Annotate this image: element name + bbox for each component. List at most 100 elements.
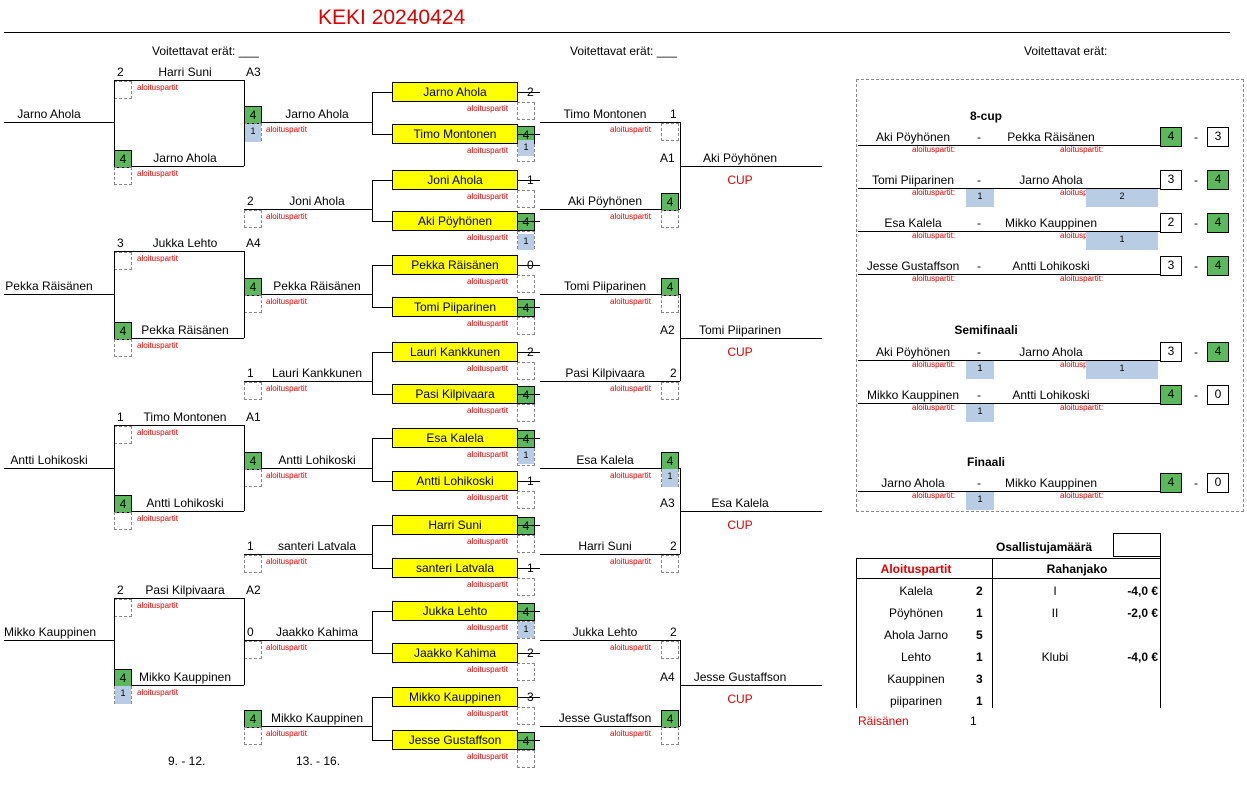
aloitus-cell[interactable]	[517, 190, 535, 208]
round3-player[interactable]: Aki Pöyhönen	[392, 211, 518, 231]
score-cell-win[interactable]: 4	[114, 150, 132, 168]
round3-player[interactable]: Pasi Kilpivaara	[392, 384, 518, 404]
aloitus-cell[interactable]	[114, 339, 132, 357]
aloitus-cell[interactable]	[661, 123, 679, 141]
aloitus-cell[interactable]	[517, 275, 535, 293]
aloitus-cell[interactable]	[244, 210, 262, 228]
aloitus-cell[interactable]	[114, 512, 132, 530]
round3-player[interactable]: Joni Ahola	[392, 170, 518, 190]
aloitus-cell[interactable]	[661, 555, 679, 573]
cup-score[interactable]: 4	[1207, 342, 1229, 362]
aloitus-cell[interactable]: 1	[966, 492, 994, 510]
cup-score[interactable]: 4	[1207, 170, 1229, 190]
score-cell-win[interactable]: 4	[517, 299, 535, 317]
aloitus-cell[interactable]	[114, 81, 132, 99]
aloitus-cell[interactable]	[114, 252, 132, 270]
round3-player[interactable]: Jarno Ahola	[392, 82, 518, 102]
aloitus-cell[interactable]	[661, 295, 679, 313]
round3-player[interactable]: Esa Kalela	[392, 428, 518, 448]
aloitus-cell[interactable]: 1	[966, 189, 994, 207]
aloitus-cell[interactable]	[661, 382, 679, 400]
aloitus-cell[interactable]	[114, 426, 132, 444]
score-cell-win[interactable]: 4	[114, 495, 132, 513]
aloitus-cell[interactable]	[244, 555, 262, 573]
aloitus-cell[interactable]: 1	[518, 622, 534, 638]
score-cell-win[interactable]: 4	[244, 278, 262, 296]
round3-player[interactable]: Pekka Räisänen	[392, 255, 518, 275]
score-cell-win[interactable]: 4	[517, 386, 535, 404]
aloitus-cell[interactable]: 1	[518, 234, 534, 250]
aloitus-cell[interactable]	[517, 750, 535, 768]
aloitus-cell[interactable]	[244, 641, 262, 659]
cup-score[interactable]: 0	[1207, 385, 1229, 405]
aloitus-cell[interactable]	[244, 295, 262, 313]
score-cell-win[interactable]: 4	[661, 710, 679, 728]
aloitus-cell[interactable]	[517, 535, 535, 553]
score-cell-win[interactable]: 4	[517, 603, 535, 621]
aloitus-cell[interactable]	[661, 210, 679, 228]
aloitus-cell[interactable]: 1	[1086, 232, 1158, 250]
aloitus-cell[interactable]	[114, 167, 132, 185]
score-cell-win[interactable]: 4	[517, 517, 535, 535]
score-cell-win[interactable]: 4	[114, 669, 132, 687]
score-cell-win[interactable]: 4	[114, 322, 132, 340]
round3-player[interactable]: Antti Lohikoski	[392, 471, 518, 491]
aloitus-cell[interactable]: 1	[1086, 361, 1158, 379]
aloitus-cell[interactable]	[244, 469, 262, 487]
aloitus-cell[interactable]: 1	[518, 140, 534, 156]
score-cell-win[interactable]: 4	[661, 452, 679, 470]
score-cell-win[interactable]: 4	[517, 732, 535, 750]
aloitus-cell[interactable]	[517, 491, 535, 509]
round3-player[interactable]: Lauri Kankkunen	[392, 342, 518, 362]
score-cell-win[interactable]: 4	[244, 452, 262, 470]
round3-player[interactable]: Jaakko Kahima	[392, 643, 518, 663]
aloitus-cell[interactable]	[517, 362, 535, 380]
aloitus-cell[interactable]	[661, 727, 679, 745]
aloitus-cell[interactable]	[517, 317, 535, 335]
aloitus-cell[interactable]: 2	[1086, 189, 1158, 207]
aloitus-cell[interactable]: 1	[518, 448, 534, 464]
round3-player[interactable]: Jesse Gustaffson	[392, 730, 518, 750]
score-cell-win[interactable]: 4	[244, 106, 262, 124]
round3-player[interactable]: Tomi Piiparinen	[392, 297, 518, 317]
cup-score[interactable]: 4	[1160, 385, 1182, 405]
aloitus-cell[interactable]	[517, 102, 535, 120]
round3-player[interactable]: santeri Latvala	[392, 558, 518, 578]
aloitus-cell[interactable]: 1	[966, 404, 994, 422]
cup-player: Jarno Ahola	[881, 476, 945, 490]
aloitus-cell[interactable]	[517, 621, 535, 639]
aloitus-cell[interactable]	[517, 707, 535, 725]
cup-score[interactable]: 4	[1207, 256, 1229, 276]
table-border	[992, 558, 993, 708]
cup-score[interactable]: 2	[1160, 213, 1182, 233]
round3-player[interactable]: Mikko Kauppinen	[392, 687, 518, 707]
aloitus-cell[interactable]	[244, 382, 262, 400]
round3-player[interactable]: Timo Montonen	[392, 124, 518, 144]
score-cell-win[interactable]: 4	[517, 430, 535, 448]
cup-score[interactable]: 3	[1207, 127, 1229, 147]
cup-score[interactable]: 4	[1160, 127, 1182, 147]
cup-score[interactable]: 4	[1207, 213, 1229, 233]
cup-score[interactable]: 0	[1207, 473, 1229, 493]
cup-score[interactable]: 3	[1160, 170, 1182, 190]
aloitus-cell[interactable]: 1	[966, 361, 994, 379]
round3-player[interactable]: Jukka Lehto	[392, 601, 518, 621]
round3-player[interactable]: Harri Suni	[392, 515, 518, 535]
aloitus-cell[interactable]	[517, 578, 535, 596]
aloitus-cell[interactable]	[661, 641, 679, 659]
cup-score[interactable]: 3	[1160, 256, 1182, 276]
score-cell-win[interactable]: 4	[244, 710, 262, 728]
score-cell-win[interactable]: 4	[661, 278, 679, 296]
aloitus-cell[interactable]: 1	[662, 469, 678, 487]
aloitus-cell[interactable]: 1	[115, 686, 131, 704]
osallistuja-input[interactable]	[1113, 533, 1161, 557]
aloitus-cell[interactable]	[517, 663, 535, 681]
score-cell-win[interactable]: 4	[661, 193, 679, 211]
aloitus-cell[interactable]	[244, 727, 262, 745]
aloitus-cell[interactable]	[517, 404, 535, 422]
cup-score[interactable]: 3	[1160, 342, 1182, 362]
aloitus-cell[interactable]: 1	[245, 124, 261, 142]
score-cell-win[interactable]: 4	[517, 213, 535, 231]
aloitus-cell[interactable]	[114, 599, 132, 617]
cup-score[interactable]: 4	[1160, 473, 1182, 493]
